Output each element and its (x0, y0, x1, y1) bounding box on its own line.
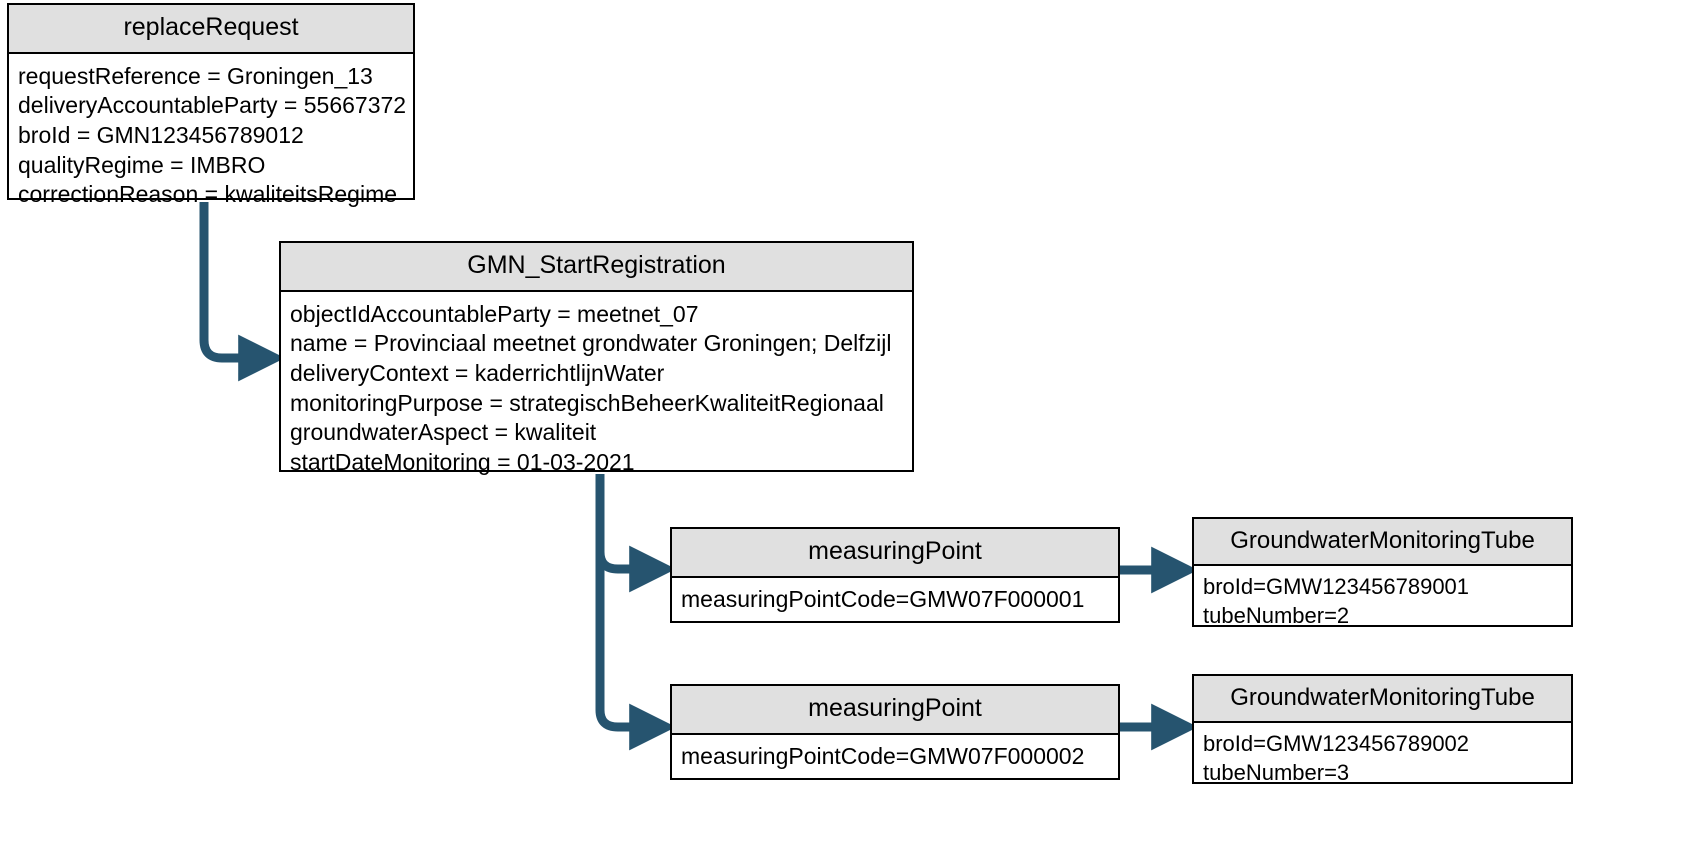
node-measuring-point-1-attributes: measuringPointCode=GMW07F000001 (672, 578, 1118, 623)
node-measuring-point-1-header: measuringPoint (672, 529, 1118, 578)
node-gmn-start-registration-header: GMN_StartRegistration (281, 243, 912, 292)
attribute-groundwater-aspect: groundwaterAspect = kwaliteit (290, 419, 597, 446)
node-groundwater-monitoring-tube-2[interactable]: GroundwaterMonitoringTube broId=GMW12345… (1192, 674, 1573, 785)
attribute-start-date-monitoring: startDateMonitoring = 01-03-2021 (290, 449, 635, 476)
connector-gmn-start-to-measuring-point-1 (595, 474, 676, 593)
attribute-measuring-point-code: measuringPointCode=GMW07F000001 (681, 585, 1085, 612)
node-gmn-start-registration-attributes: objectIdAccountableParty = meetnet_07 na… (281, 292, 912, 487)
attribute-tube-number: tubeNumber=3 (1203, 759, 1350, 785)
node-replace-request[interactable]: replaceRequest requestReference = Gronin… (7, 3, 415, 207)
attribute-tube-number: tubeNumber=2 (1203, 602, 1350, 628)
attribute-delivery-accountable-party: deliveryAccountableParty = 55667372 (18, 92, 407, 119)
connector-gmn-start-to-measuring-point-2 (595, 474, 676, 751)
node-replace-request-header: replaceRequest (9, 5, 413, 54)
attribute-object-id-accountable-party: objectIdAccountableParty = meetnet_07 (290, 300, 699, 327)
node-measuring-point-2-attributes: measuringPointCode=GMW07F000002 (672, 735, 1118, 780)
node-groundwater-monitoring-tube-1-header: GroundwaterMonitoringTube (1194, 519, 1571, 567)
attribute-quality-regime: qualityRegime = IMBRO (18, 151, 266, 178)
connector-replace-request-to-gmn-start (199, 202, 285, 382)
attribute-measuring-point-code: measuringPointCode=GMW07F000002 (681, 742, 1085, 769)
attribute-request-reference: requestReference = Groningen_13 (18, 62, 373, 89)
node-replace-request-attributes: requestReference = Groningen_13 delivery… (9, 54, 413, 219)
attribute-bro-id: broId=GMW123456789001 (1203, 574, 1470, 600)
node-gmn-start-registration[interactable]: GMN_StartRegistration objectIdAccountabl… (279, 241, 914, 475)
attribute-correction-reason: correctionReason = kwaliteitsRegime (18, 181, 398, 208)
node-groundwater-monitoring-tube-1[interactable]: GroundwaterMonitoringTube broId=GMW12345… (1192, 517, 1573, 628)
attribute-bro-id: broId=GMW123456789002 (1203, 731, 1470, 757)
node-measuring-point-2-header: measuringPoint (672, 686, 1118, 735)
node-groundwater-monitoring-tube-1-attributes: broId=GMW123456789001 tubeNumber=2 (1194, 566, 1571, 638)
attribute-bro-id: broId = GMN123456789012 (18, 122, 304, 149)
node-measuring-point-2[interactable]: measuringPoint measuringPointCode=GMW07F… (670, 684, 1120, 780)
node-groundwater-monitoring-tube-2-attributes: broId=GMW123456789002 tubeNumber=3 (1194, 723, 1571, 795)
attribute-delivery-context: deliveryContext = kaderrichtlijnWater (290, 360, 665, 387)
attribute-monitoring-purpose: monitoringPurpose = strategischBeheerKwa… (290, 389, 884, 416)
node-measuring-point-1[interactable]: measuringPoint measuringPointCode=GMW07F… (670, 527, 1120, 623)
attribute-name: name = Provinciaal meetnet grondwater Gr… (290, 330, 892, 357)
node-groundwater-monitoring-tube-2-header: GroundwaterMonitoringTube (1194, 676, 1571, 724)
